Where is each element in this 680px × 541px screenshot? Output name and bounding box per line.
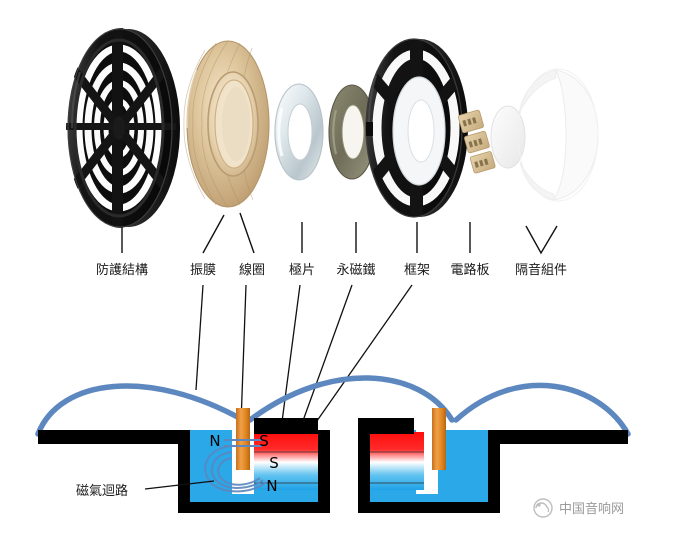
cavity-right — [358, 408, 628, 513]
leader-to-magnet — [299, 284, 353, 430]
component-isolation — [490, 68, 599, 202]
leader-to-pole-plate — [279, 284, 301, 438]
label-grille: 防護結構 — [96, 262, 148, 278]
cloud-camera-logo-icon — [533, 498, 553, 518]
component-magnet-ring — [328, 84, 376, 180]
label-frame: 框架 — [404, 263, 430, 278]
component-grille — [66, 28, 180, 228]
flux-loops-left — [204, 445, 267, 493]
cross-section-leader-lines — [195, 284, 413, 438]
magnetic-circuit-annotation: 磁氣迴路 — [76, 480, 215, 499]
magnet-left — [254, 432, 318, 490]
grille-slots — [66, 28, 178, 228]
leader-isolation — [525, 225, 558, 255]
label-isolation: 隔音組件 — [515, 262, 567, 278]
arc-right — [453, 382, 631, 437]
label-diaphragm: 振膜 — [190, 263, 216, 278]
label-voicecoil: 線圈 — [239, 262, 265, 278]
magnetic-circuit-leader — [144, 480, 215, 490]
component-label-row: 防護結構 振膜 線圈 極片 永磁鐵 框架 電路板 隔音組件 — [96, 262, 567, 278]
leader-to-voice-coil — [240, 284, 247, 424]
cross-section-group: N S S N 磁氣迴路 — [35, 375, 631, 513]
component-pole-plate — [274, 83, 324, 181]
leader-voicecoil — [239, 212, 255, 254]
polarity-N-magnet: N — [266, 477, 277, 495]
watermark-text: 中国音响网 — [559, 501, 624, 517]
arc-mid — [247, 375, 455, 423]
pole-plate-left — [254, 418, 318, 434]
chassis-left-flange — [38, 430, 178, 444]
polarity-N-left: N — [209, 432, 220, 450]
magnetic-circuit-label: 磁氣迴路 — [76, 483, 128, 499]
leader-diaphragm — [202, 214, 225, 254]
label-poleplate: 極片 — [289, 262, 315, 278]
pole-plate-right — [358, 418, 414, 434]
diaphragm-arcs — [35, 375, 631, 437]
component-pcb — [457, 109, 496, 174]
label-pcb: 電路板 — [450, 262, 489, 278]
gap-flux-left — [224, 439, 262, 447]
polarity-S-magnet: S — [269, 454, 279, 472]
chassis-right-flange — [490, 430, 628, 444]
watermark: 中国音响网 — [533, 498, 624, 518]
label-magnet: 永磁鐵 — [336, 262, 375, 278]
leader-to-frame — [311, 284, 413, 429]
component-frame — [365, 38, 468, 218]
cavity-left: N S S N — [38, 408, 330, 513]
arc-left — [35, 383, 246, 437]
polarity-S-gap: S — [259, 432, 269, 450]
exploded-components-group — [66, 28, 599, 228]
leader-to-diaphragm-arc — [195, 284, 204, 391]
voice-coil-right — [432, 408, 446, 470]
component-diaphragm — [183, 40, 270, 208]
magnet-right — [370, 432, 424, 490]
component-leader-ticks — [121, 212, 558, 255]
